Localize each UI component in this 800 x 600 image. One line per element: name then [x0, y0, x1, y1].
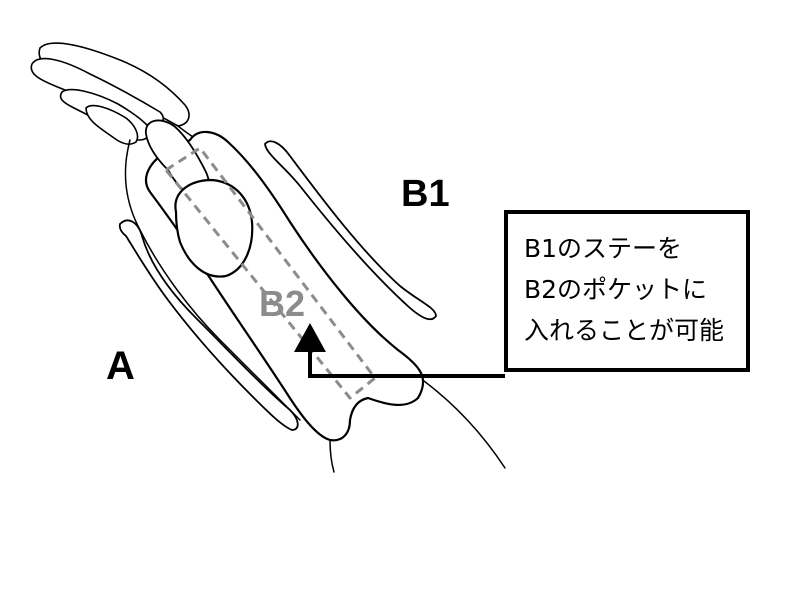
- pointer-arrowhead: [294, 323, 326, 352]
- callout-line-1: B1のステーを: [524, 234, 683, 263]
- stay-b1: [264, 140, 437, 321]
- label-b1: B1: [401, 173, 450, 215]
- stay-a: [118, 219, 299, 431]
- label-b2: B2: [259, 283, 306, 324]
- callout-line-3: 入れることが可能: [524, 316, 725, 345]
- callout-line-2: B2のポケットに: [524, 275, 708, 304]
- label-a: A: [106, 344, 135, 388]
- pointer-line: [308, 350, 505, 378]
- hand-fingers: [30, 42, 190, 145]
- callout-box: B1のステーを B2のポケットに 入れることが可能: [504, 210, 750, 372]
